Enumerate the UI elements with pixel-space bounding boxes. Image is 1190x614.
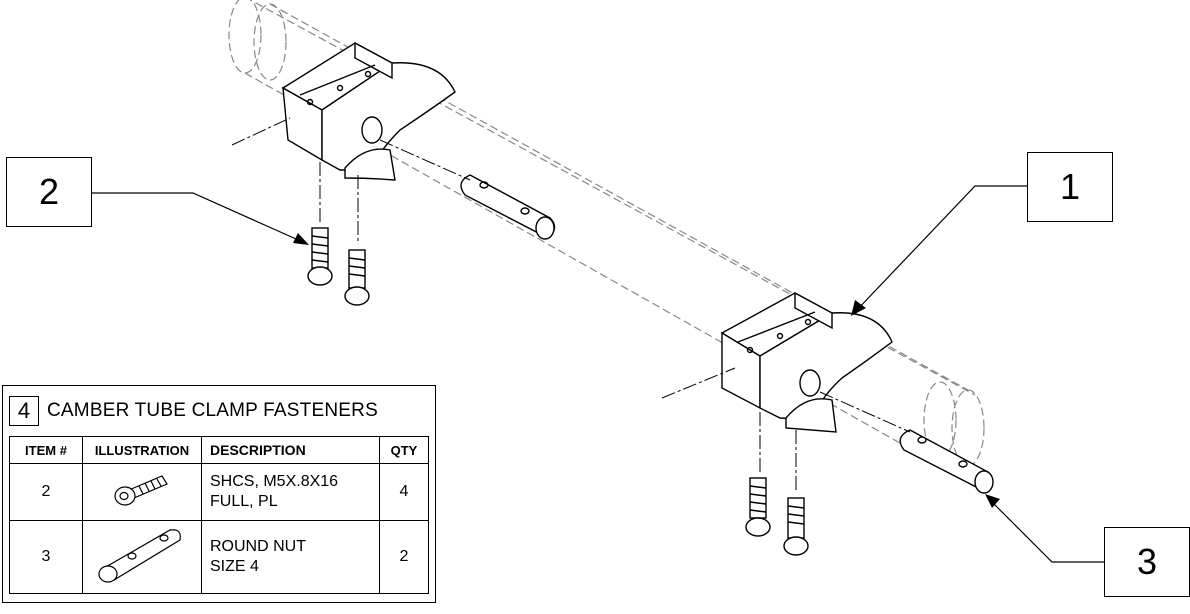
callout-2: 2	[6, 157, 92, 227]
round-nut-left	[460, 174, 556, 240]
row-description-line2: FULL, PL	[210, 493, 278, 510]
leader-arrowheads	[293, 233, 1000, 508]
screws-right	[745, 477, 809, 556]
table-row: 3 ROUND NUT SIZE 4 2	[9, 520, 429, 594]
row-description-line2: SIZE 4	[210, 558, 259, 575]
header-row: ITEM # ILLUSTRATION DESCRIPTION QTY	[9, 436, 429, 464]
header-item: ITEM #	[9, 436, 83, 464]
right-clamp	[720, 291, 893, 433]
row-illustration	[82, 520, 202, 594]
table-title: CAMBER TUBE CLAMP FASTENERS	[47, 400, 378, 421]
screws-left	[307, 227, 370, 306]
row-illustration	[82, 463, 202, 521]
round-nut-icon	[98, 528, 181, 583]
callout-1-label: 1	[1059, 166, 1081, 207]
leader-lines	[90, 185, 1104, 563]
table-number: 4	[9, 396, 39, 426]
row-qty: 2	[379, 520, 429, 594]
row-description: ROUND NUT SIZE 4	[201, 520, 380, 594]
callout-3-label: 3	[1136, 541, 1158, 582]
parts-grid: ITEM # ILLUSTRATION DESCRIPTION QTY 2	[9, 436, 429, 594]
screw-icon	[114, 474, 168, 506]
table-row: 2 SHCS, M5X.8X16 FULL, PL 4	[9, 463, 429, 521]
callout-3: 3	[1104, 527, 1190, 597]
row-qty: 4	[379, 463, 429, 521]
callout-2-label: 2	[38, 171, 60, 212]
header-description: DESCRIPTION	[201, 436, 380, 464]
callout-1: 1	[1027, 152, 1113, 222]
row-item: 2	[9, 463, 83, 521]
row-item: 3	[9, 520, 83, 594]
parts-table: 4 CAMBER TUBE CLAMP FASTENERS ITEM # ILL…	[2, 385, 436, 603]
left-clamp	[281, 41, 456, 181]
row-description: SHCS, M5X.8X16 FULL, PL	[201, 463, 380, 521]
header-illustration: ILLUSTRATION	[82, 436, 202, 464]
row-description-line1: ROUND NUT	[210, 538, 306, 555]
table-heading: 4 CAMBER TUBE CLAMP FASTENERS	[9, 394, 378, 428]
round-nut-right	[899, 429, 994, 494]
header-qty: QTY	[379, 436, 429, 464]
row-description-line1: SHCS, M5X.8X16	[210, 473, 339, 490]
center-lines	[231, 117, 911, 492]
